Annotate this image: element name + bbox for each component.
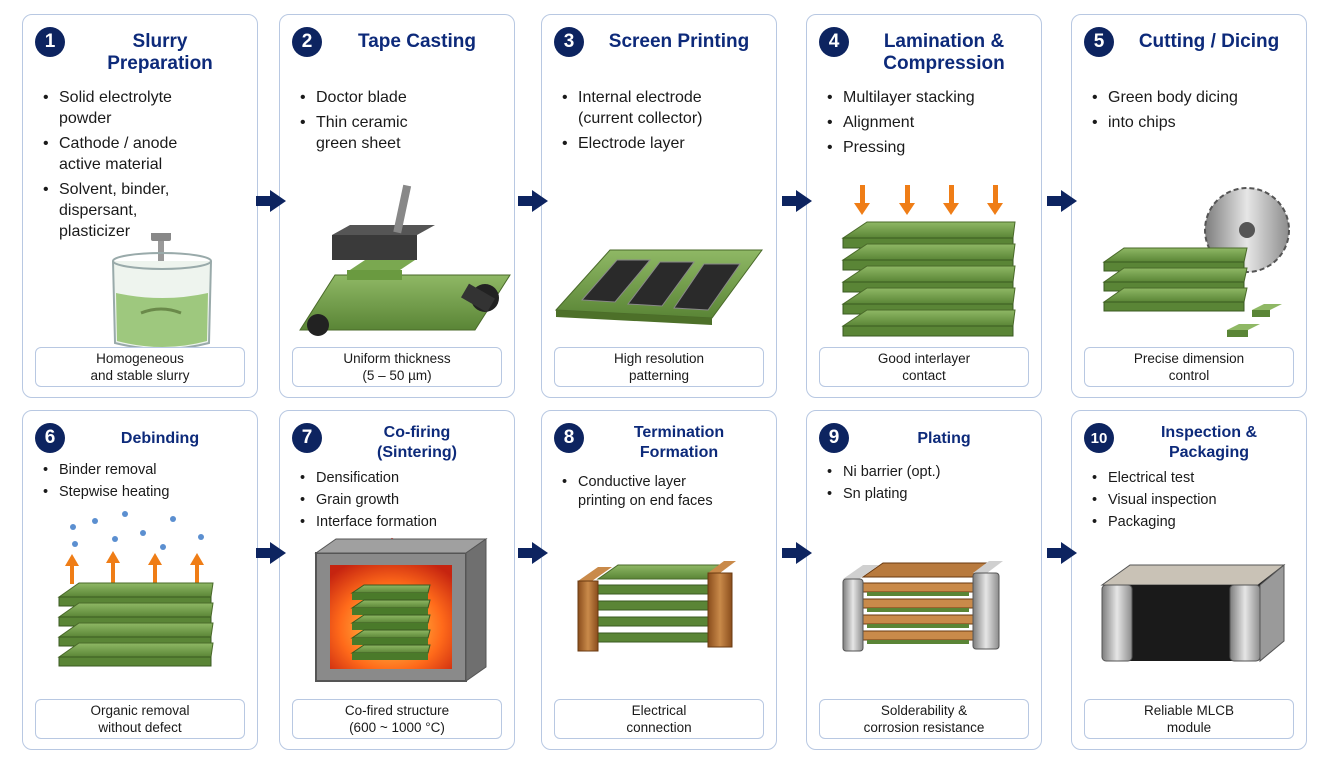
saw-dicing-icon bbox=[1102, 187, 1290, 337]
step-number: 1 bbox=[35, 27, 65, 57]
terminated-chip-icon bbox=[577, 561, 736, 652]
step-bullets: Internal electrode (current collector) E… bbox=[558, 87, 768, 158]
step-title: Termination Formation bbox=[633, 424, 725, 461]
step-bullets: Binder removal Stepwise heating bbox=[39, 461, 249, 505]
bullet-item: Binder removal bbox=[39, 461, 249, 480]
step-number: 6 bbox=[35, 423, 65, 453]
step-bullets: Doctor blade Thin ceramic green sheet bbox=[296, 87, 506, 158]
step-2-card: 2 Tape Casting Doctor blade Thin ceramic… bbox=[279, 14, 515, 398]
beaker-stirrer-icon bbox=[112, 233, 212, 350]
bullet-item: Sn plating bbox=[823, 485, 1033, 504]
bullet-item: Doctor blade bbox=[296, 87, 506, 108]
packaged-chip-icon bbox=[1100, 563, 1286, 663]
furnace-icon bbox=[314, 537, 488, 682]
step-5-card: 5 Cutting / Dicing Green body dicing int… bbox=[1071, 14, 1307, 398]
doctor-blade-icon bbox=[299, 184, 511, 336]
step-caption: Precise dimension control bbox=[1084, 347, 1294, 387]
step-caption: Solderability & corrosion resistance bbox=[819, 699, 1029, 739]
bullet-item: Grain growth bbox=[296, 491, 506, 510]
flow-arrow-icon bbox=[518, 190, 548, 212]
step-bullets: Electrical test Visual inspection Packag… bbox=[1088, 469, 1298, 535]
flow-arrow-icon bbox=[782, 190, 812, 212]
step-title: Plating bbox=[917, 430, 971, 447]
step-caption: Electrical connection bbox=[554, 699, 764, 739]
step-caption: Co-fired structure (600 ~ 1000 °C) bbox=[292, 699, 502, 739]
step-number: 4 bbox=[819, 27, 849, 57]
bullet-item: Ni barrier (opt.) bbox=[823, 463, 1033, 482]
printed-sheet-icon bbox=[554, 249, 763, 325]
step-number: 8 bbox=[554, 423, 584, 453]
step-number: 7 bbox=[292, 423, 322, 453]
step-bullets: Solid electrolyte powder Cathode / anode… bbox=[39, 87, 249, 246]
bullet-item: Conductive layer printing on end faces bbox=[558, 473, 768, 511]
step-number: 2 bbox=[292, 27, 322, 57]
bullet-item: Solid electrolyte powder bbox=[39, 87, 249, 129]
bullet-item: Stepwise heating bbox=[39, 483, 249, 502]
step-4-card: 4 Lamination & Compression Multilayer st… bbox=[806, 14, 1042, 398]
step-title: Tape Casting bbox=[358, 31, 476, 52]
step-title: Lamination & Compression bbox=[883, 31, 1005, 74]
step-bullets: Green body dicing into chips bbox=[1088, 87, 1298, 137]
step-bullets: Ni barrier (opt.) Sn plating bbox=[823, 463, 1033, 507]
bullet-item: Alignment bbox=[823, 112, 1033, 133]
step-bullets: Conductive layer printing on end faces bbox=[558, 473, 768, 514]
bullet-item: Thin ceramic green sheet bbox=[296, 112, 506, 154]
step-title: Inspection & Packaging bbox=[1160, 424, 1257, 461]
step-9-card: 9 Plating Ni barrier (opt.) Sn plating S… bbox=[806, 410, 1042, 750]
bullet-item: Visual inspection bbox=[1088, 491, 1298, 510]
step-3-card: 3 Screen Printing Internal electrode (cu… bbox=[541, 14, 777, 398]
bullet-item: Cathode / anode active material bbox=[39, 133, 249, 175]
bullet-item: Interface formation bbox=[296, 513, 506, 532]
step-title: Co-firing (Sintering) bbox=[377, 424, 457, 461]
step-number: 9 bbox=[819, 423, 849, 453]
step-caption: Homogeneous and stable slurry bbox=[35, 347, 245, 387]
flow-arrow-icon bbox=[1047, 190, 1077, 212]
step-8-card: 8 Termination Formation Conductive layer… bbox=[541, 410, 777, 750]
step-caption: Organic removal without defect bbox=[35, 699, 245, 739]
bullet-item: Internal electrode (current collector) bbox=[558, 87, 768, 129]
bullet-item: into chips bbox=[1088, 112, 1298, 133]
bullet-item: Packaging bbox=[1088, 513, 1298, 532]
step-bullets: Densification Grain growth Interface for… bbox=[296, 469, 506, 535]
plated-chip-icon bbox=[842, 561, 1003, 652]
press-stack-icon bbox=[841, 185, 1016, 337]
step-caption: High resolution patterning bbox=[554, 347, 764, 387]
step-title: Cutting / Dicing bbox=[1138, 31, 1280, 52]
bullet-item: Electrode layer bbox=[558, 133, 768, 154]
step-6-card: 6 Debinding Binder removal Stepwise heat… bbox=[22, 410, 258, 750]
step-title: Debinding bbox=[120, 430, 200, 447]
step-caption: Reliable MLCB module bbox=[1084, 699, 1294, 739]
flow-arrow-icon bbox=[518, 542, 548, 564]
step-10-card: 10 Inspection & Packaging Electrical tes… bbox=[1071, 410, 1307, 750]
step-caption: Good interlayer contact bbox=[819, 347, 1029, 387]
step-number: 10 bbox=[1084, 423, 1114, 453]
flow-arrow-icon bbox=[1047, 542, 1077, 564]
step-7-card: 7 Co-firing (Sintering) Densification Gr… bbox=[279, 410, 515, 750]
bullet-item: Solvent, binder, dispersant, plasticizer bbox=[39, 179, 249, 242]
flow-arrow-icon bbox=[256, 190, 286, 212]
bullet-item: Densification bbox=[296, 469, 506, 488]
step-caption: Uniform thickness (5 – 50 µm) bbox=[292, 347, 502, 387]
bullet-item: Electrical test bbox=[1088, 469, 1298, 488]
bullet-item: Green body dicing bbox=[1088, 87, 1298, 108]
step-bullets: Multilayer stacking Alignment Pressing bbox=[823, 87, 1033, 162]
flow-arrow-icon bbox=[256, 542, 286, 564]
debinding-stack-icon bbox=[57, 511, 214, 667]
step-1-card: 1 Slurry Preparation Solid electrolyte p… bbox=[22, 14, 258, 398]
flow-arrow-icon bbox=[782, 542, 812, 564]
step-title: Slurry Preparation bbox=[107, 31, 213, 74]
step-number: 5 bbox=[1084, 27, 1114, 57]
step-title: Screen Printing bbox=[608, 31, 750, 52]
step-number: 3 bbox=[554, 27, 584, 57]
bullet-item: Multilayer stacking bbox=[823, 87, 1033, 108]
bullet-item: Pressing bbox=[823, 137, 1033, 158]
